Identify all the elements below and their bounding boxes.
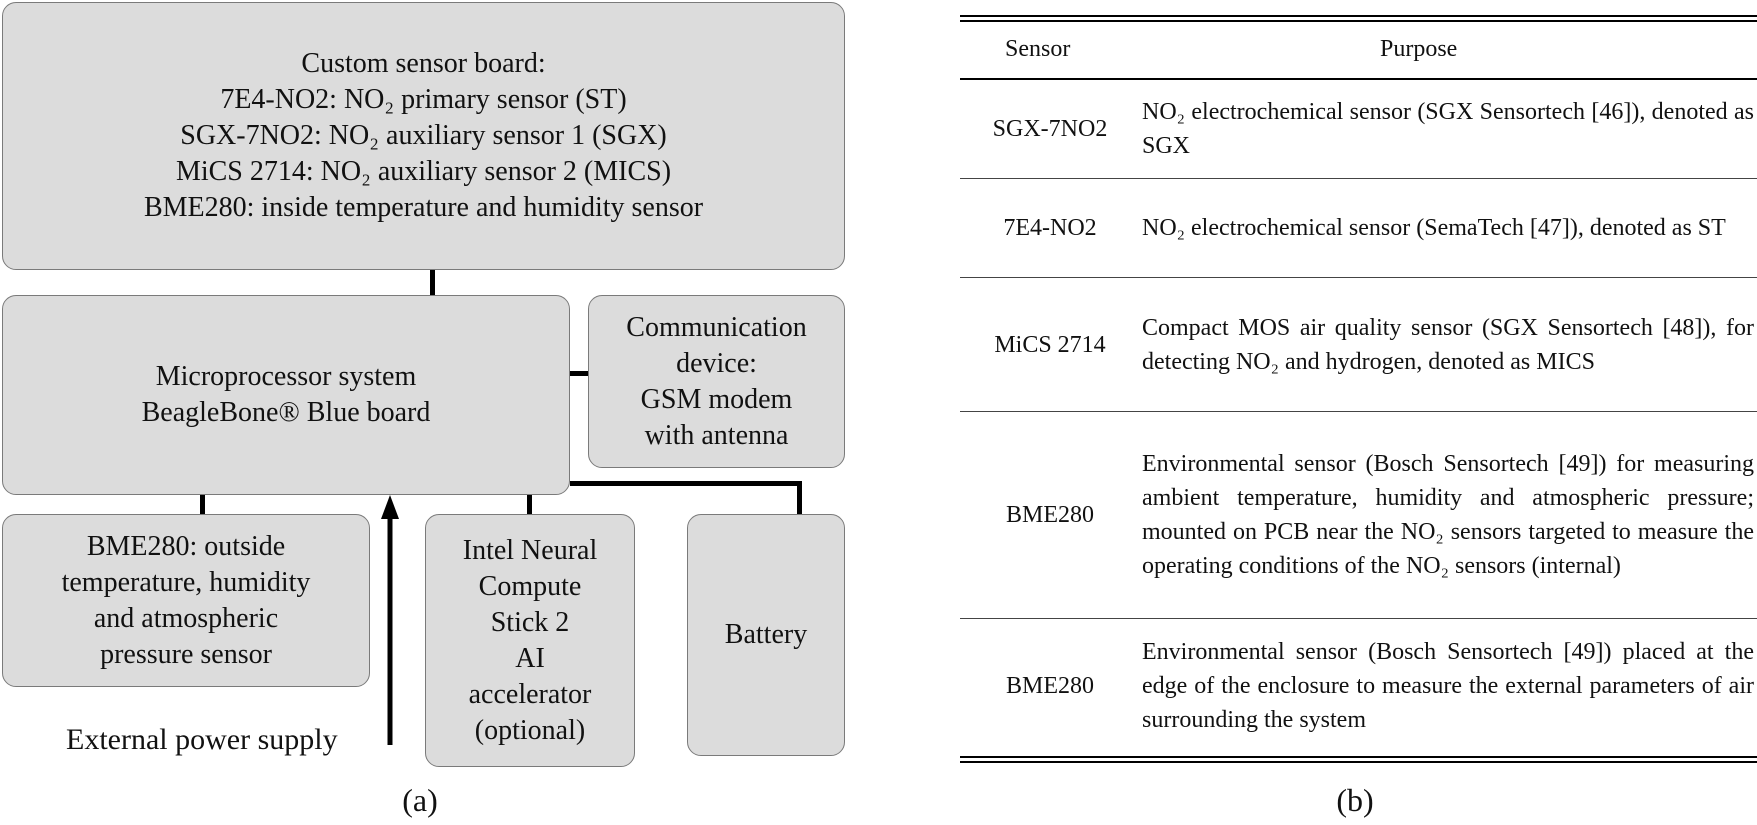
bottom-rule (960, 756, 1757, 758)
intel-ncs-line: accelerator (468, 678, 592, 710)
sensor-board-box: Custom sensor board: 7E4-NO2: NO₂ primar… (2, 2, 845, 270)
row-divider (960, 277, 1757, 278)
table-row-sensor: MiCS 2714 (994, 331, 1106, 358)
bme280-outside-line: and atmospheric (93, 602, 279, 634)
table-row-sensor: 7E4-NO2 (1003, 215, 1097, 241)
bme280-outside-line: temperature, humidity (61, 566, 311, 598)
communication-line: GSM modem (640, 383, 793, 415)
intel-ncs-line: Compute (478, 570, 582, 602)
sensor-table: Sensor Purpose SGX-7NO2 NO₂ electrochemi… (960, 0, 1757, 825)
sensor-board-line: SGX-7NO2: NO₂ auxiliary sensor 1 (SGX) (180, 120, 667, 151)
communication-line: Communication (626, 311, 807, 343)
header-sensor: Sensor (1005, 36, 1071, 62)
bme280-outside-line: pressure sensor (100, 638, 272, 670)
table-row-purpose: Compact MOS air quality sensor (SGX Sens… (1142, 278, 1754, 411)
sensor-board-line: BME280: inside temperature and humidity … (143, 192, 704, 223)
intel-ncs-line: AI (515, 642, 545, 674)
wire-mcu-to-battery-h (570, 481, 802, 486)
header-purpose: Purpose (1380, 36, 1458, 62)
row-divider (960, 411, 1757, 412)
table-row-sensor: BME280 (1005, 673, 1094, 699)
microprocessor-box: Microprocessor system BeagleBone® Blue b… (2, 295, 570, 495)
table-row-purpose: Environmental sensor (Bosch Sensortech [… (1142, 619, 1754, 753)
purpose-text: Environmental sensor (Bosch Sensortech [… (1142, 639, 1754, 733)
table-row-purpose: Environmental sensor (Bosch Sensortech [… (1142, 412, 1754, 618)
microprocessor-line: BeagleBone® Blue board (141, 397, 431, 428)
diagram-caption: (a) (402, 782, 438, 818)
intel-ncs-box: Intel Neural Compute Stick 2 AI accelera… (425, 514, 635, 767)
sensor-board-line: MiCS 2714: NO₂ auxiliary sensor 2 (MICS) (175, 156, 672, 187)
table-row-sensor: BME280 (1005, 502, 1094, 528)
intel-ncs-line: Intel Neural (462, 534, 598, 566)
table-row-purpose: NO₂ electrochemical sensor (SemaTech [47… (1142, 179, 1754, 277)
wire-mcu-to-bme-outside (200, 495, 205, 514)
communication-line: device: (676, 347, 757, 379)
intel-ncs-line: Stick 2 (490, 606, 570, 638)
sensor-board-line: 7E4-NO2: NO₂ primary sensor (ST) (220, 84, 627, 115)
bottom-rule-second (960, 761, 1757, 763)
battery-box: Battery (687, 514, 845, 756)
wire-mcu-to-battery-v (797, 481, 802, 514)
table-row-sensor: SGX-7NO2 (992, 116, 1108, 142)
communication-box: Communication device: GSM modem with ant… (588, 295, 845, 468)
bme280-outside-box: BME280: outside temperature, humidity an… (2, 514, 370, 687)
external-power-label: External power supply (66, 723, 338, 756)
sensor-board-line: Custom sensor board: (301, 48, 546, 79)
table-row-purpose: NO₂ electrochemical sensor (SGX Sensorte… (1142, 80, 1754, 178)
purpose-text: NO₂ electrochemical sensor (SGX Sensorte… (1142, 99, 1754, 159)
wire-board-to-mcu (430, 270, 435, 295)
wire-mcu-to-intel (527, 495, 532, 514)
top-rule (960, 15, 1757, 17)
row-divider (960, 618, 1757, 619)
microprocessor-line: Microprocessor system (155, 361, 417, 392)
communication-line: with antenna (644, 419, 789, 451)
intel-ncs-line: (optional) (474, 714, 586, 746)
block-diagram: Custom sensor board: 7E4-NO2: NO₂ primar… (0, 0, 860, 825)
purpose-text: Environmental sensor (Bosch Sensortech [… (1142, 451, 1754, 579)
battery-label: Battery (724, 619, 808, 650)
table-caption: (b) (1336, 782, 1374, 818)
external-power-arrow (381, 495, 399, 745)
row-divider (960, 178, 1757, 179)
purpose-text: NO₂ electrochemical sensor (SemaTech [47… (1142, 215, 1726, 241)
top-rule-second (960, 20, 1757, 22)
purpose-text: Compact MOS air quality sensor (SGX Sens… (1142, 314, 1754, 375)
bme280-outside-line: BME280: outside (86, 530, 286, 562)
header-rule (960, 78, 1757, 80)
wire-mcu-to-comm (570, 371, 588, 376)
